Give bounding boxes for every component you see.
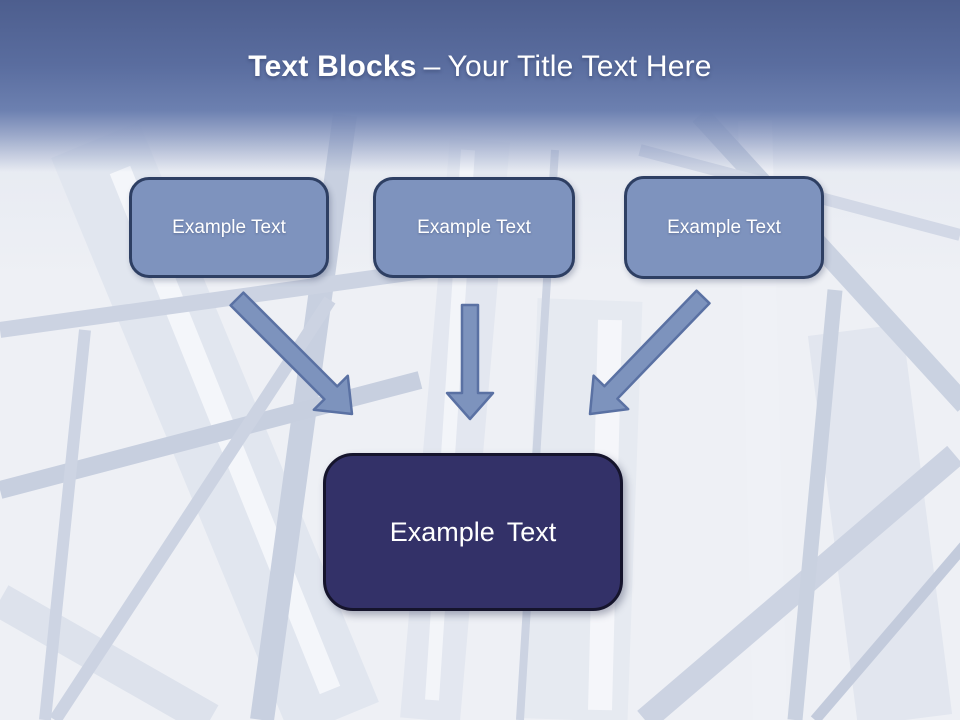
text-block-1[interactable]: Example Text xyxy=(129,177,329,278)
text-block-3[interactable]: Example Text xyxy=(624,176,824,279)
title-bold-text: Text Blocks xyxy=(248,50,417,83)
text-block-3-label: Example Text xyxy=(667,216,781,238)
result-block-label: Example Text xyxy=(389,516,557,547)
text-block-1-label: Example Text xyxy=(172,216,286,238)
result-block[interactable]: Example Text xyxy=(323,453,623,611)
text-block-2[interactable]: Example Text xyxy=(373,177,575,278)
text-block-2-label: Example Text xyxy=(417,216,531,238)
slide-title[interactable]: Text Blocks–Your Title Text Here xyxy=(0,50,960,84)
title-regular-text: Your Title Text Here xyxy=(447,50,712,83)
title-dash: – xyxy=(423,50,441,83)
